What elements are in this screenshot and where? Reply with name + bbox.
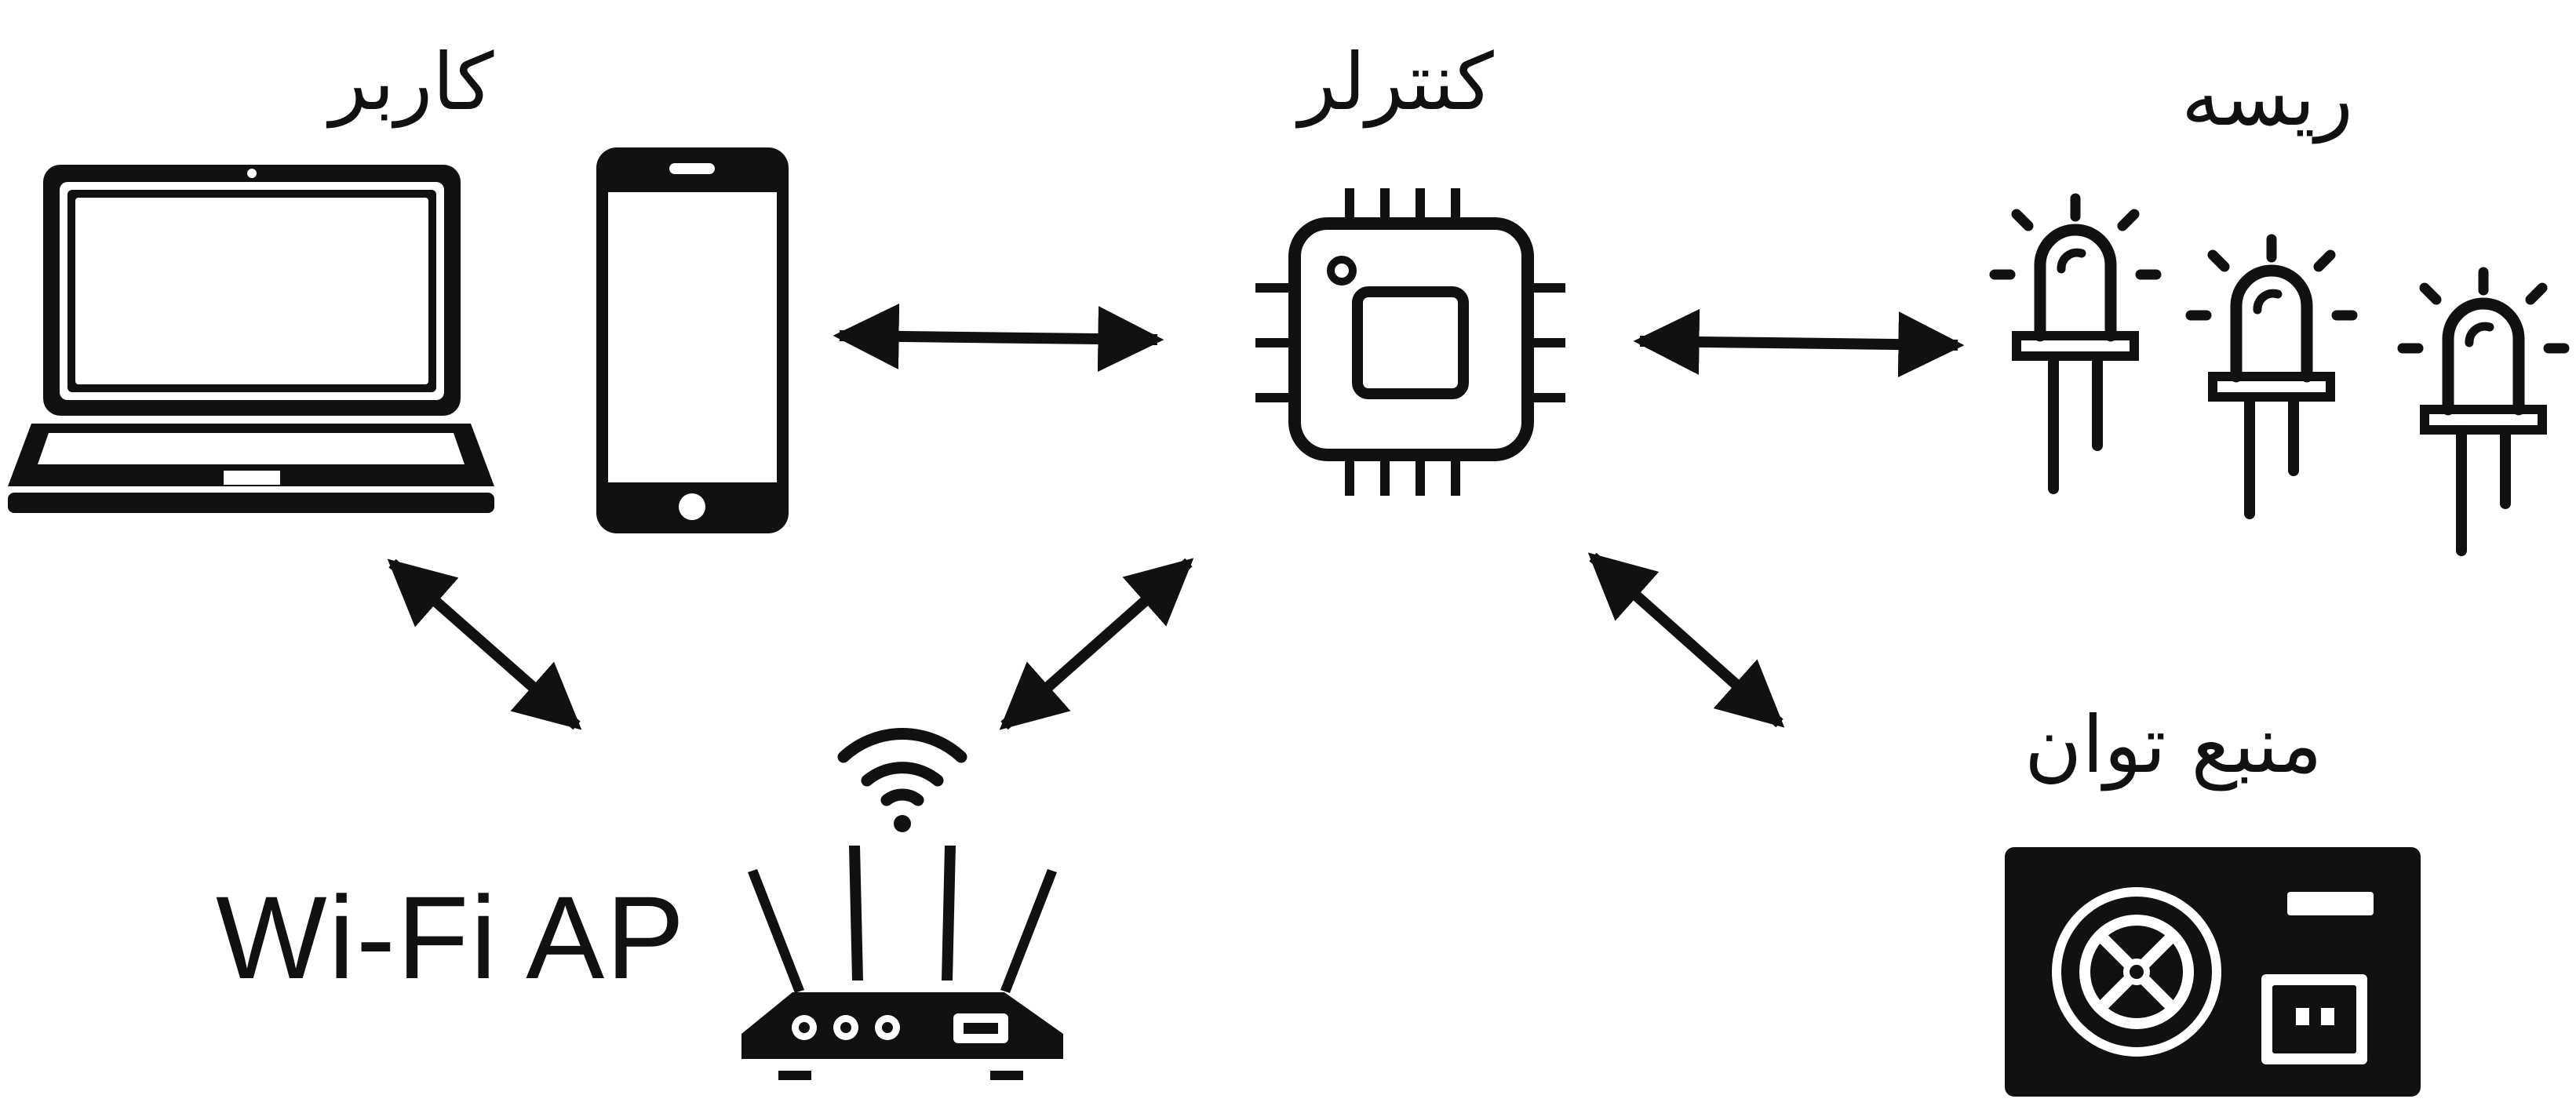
led-string-icon xyxy=(1989,193,2570,556)
wifi-router-icon xyxy=(741,728,1063,1080)
controller-label: کنترلر xyxy=(1299,36,1494,128)
arrow-controller-relay xyxy=(1633,308,1965,378)
arrow-router-controller xyxy=(999,558,1194,730)
connection-arrows xyxy=(387,303,1965,730)
led-icon xyxy=(2185,234,2358,519)
arrow-phone-controller xyxy=(833,303,1164,373)
led-icon xyxy=(1989,193,2162,494)
smartphone-icon xyxy=(596,147,789,533)
arrow-controller-power xyxy=(1587,552,1785,728)
access-point-label: Wi-Fi AP xyxy=(216,871,687,1003)
user-label: کاربر xyxy=(330,36,494,128)
relay-label: ریسه xyxy=(2181,52,2353,144)
laptop-icon xyxy=(8,165,494,513)
arrow-laptop-router xyxy=(387,558,582,730)
microchip-icon xyxy=(1255,188,1565,496)
led-icon xyxy=(2397,267,2570,556)
power-supply-icon xyxy=(2005,847,2421,1097)
power-supply-label: منبع توان xyxy=(2024,699,2323,791)
